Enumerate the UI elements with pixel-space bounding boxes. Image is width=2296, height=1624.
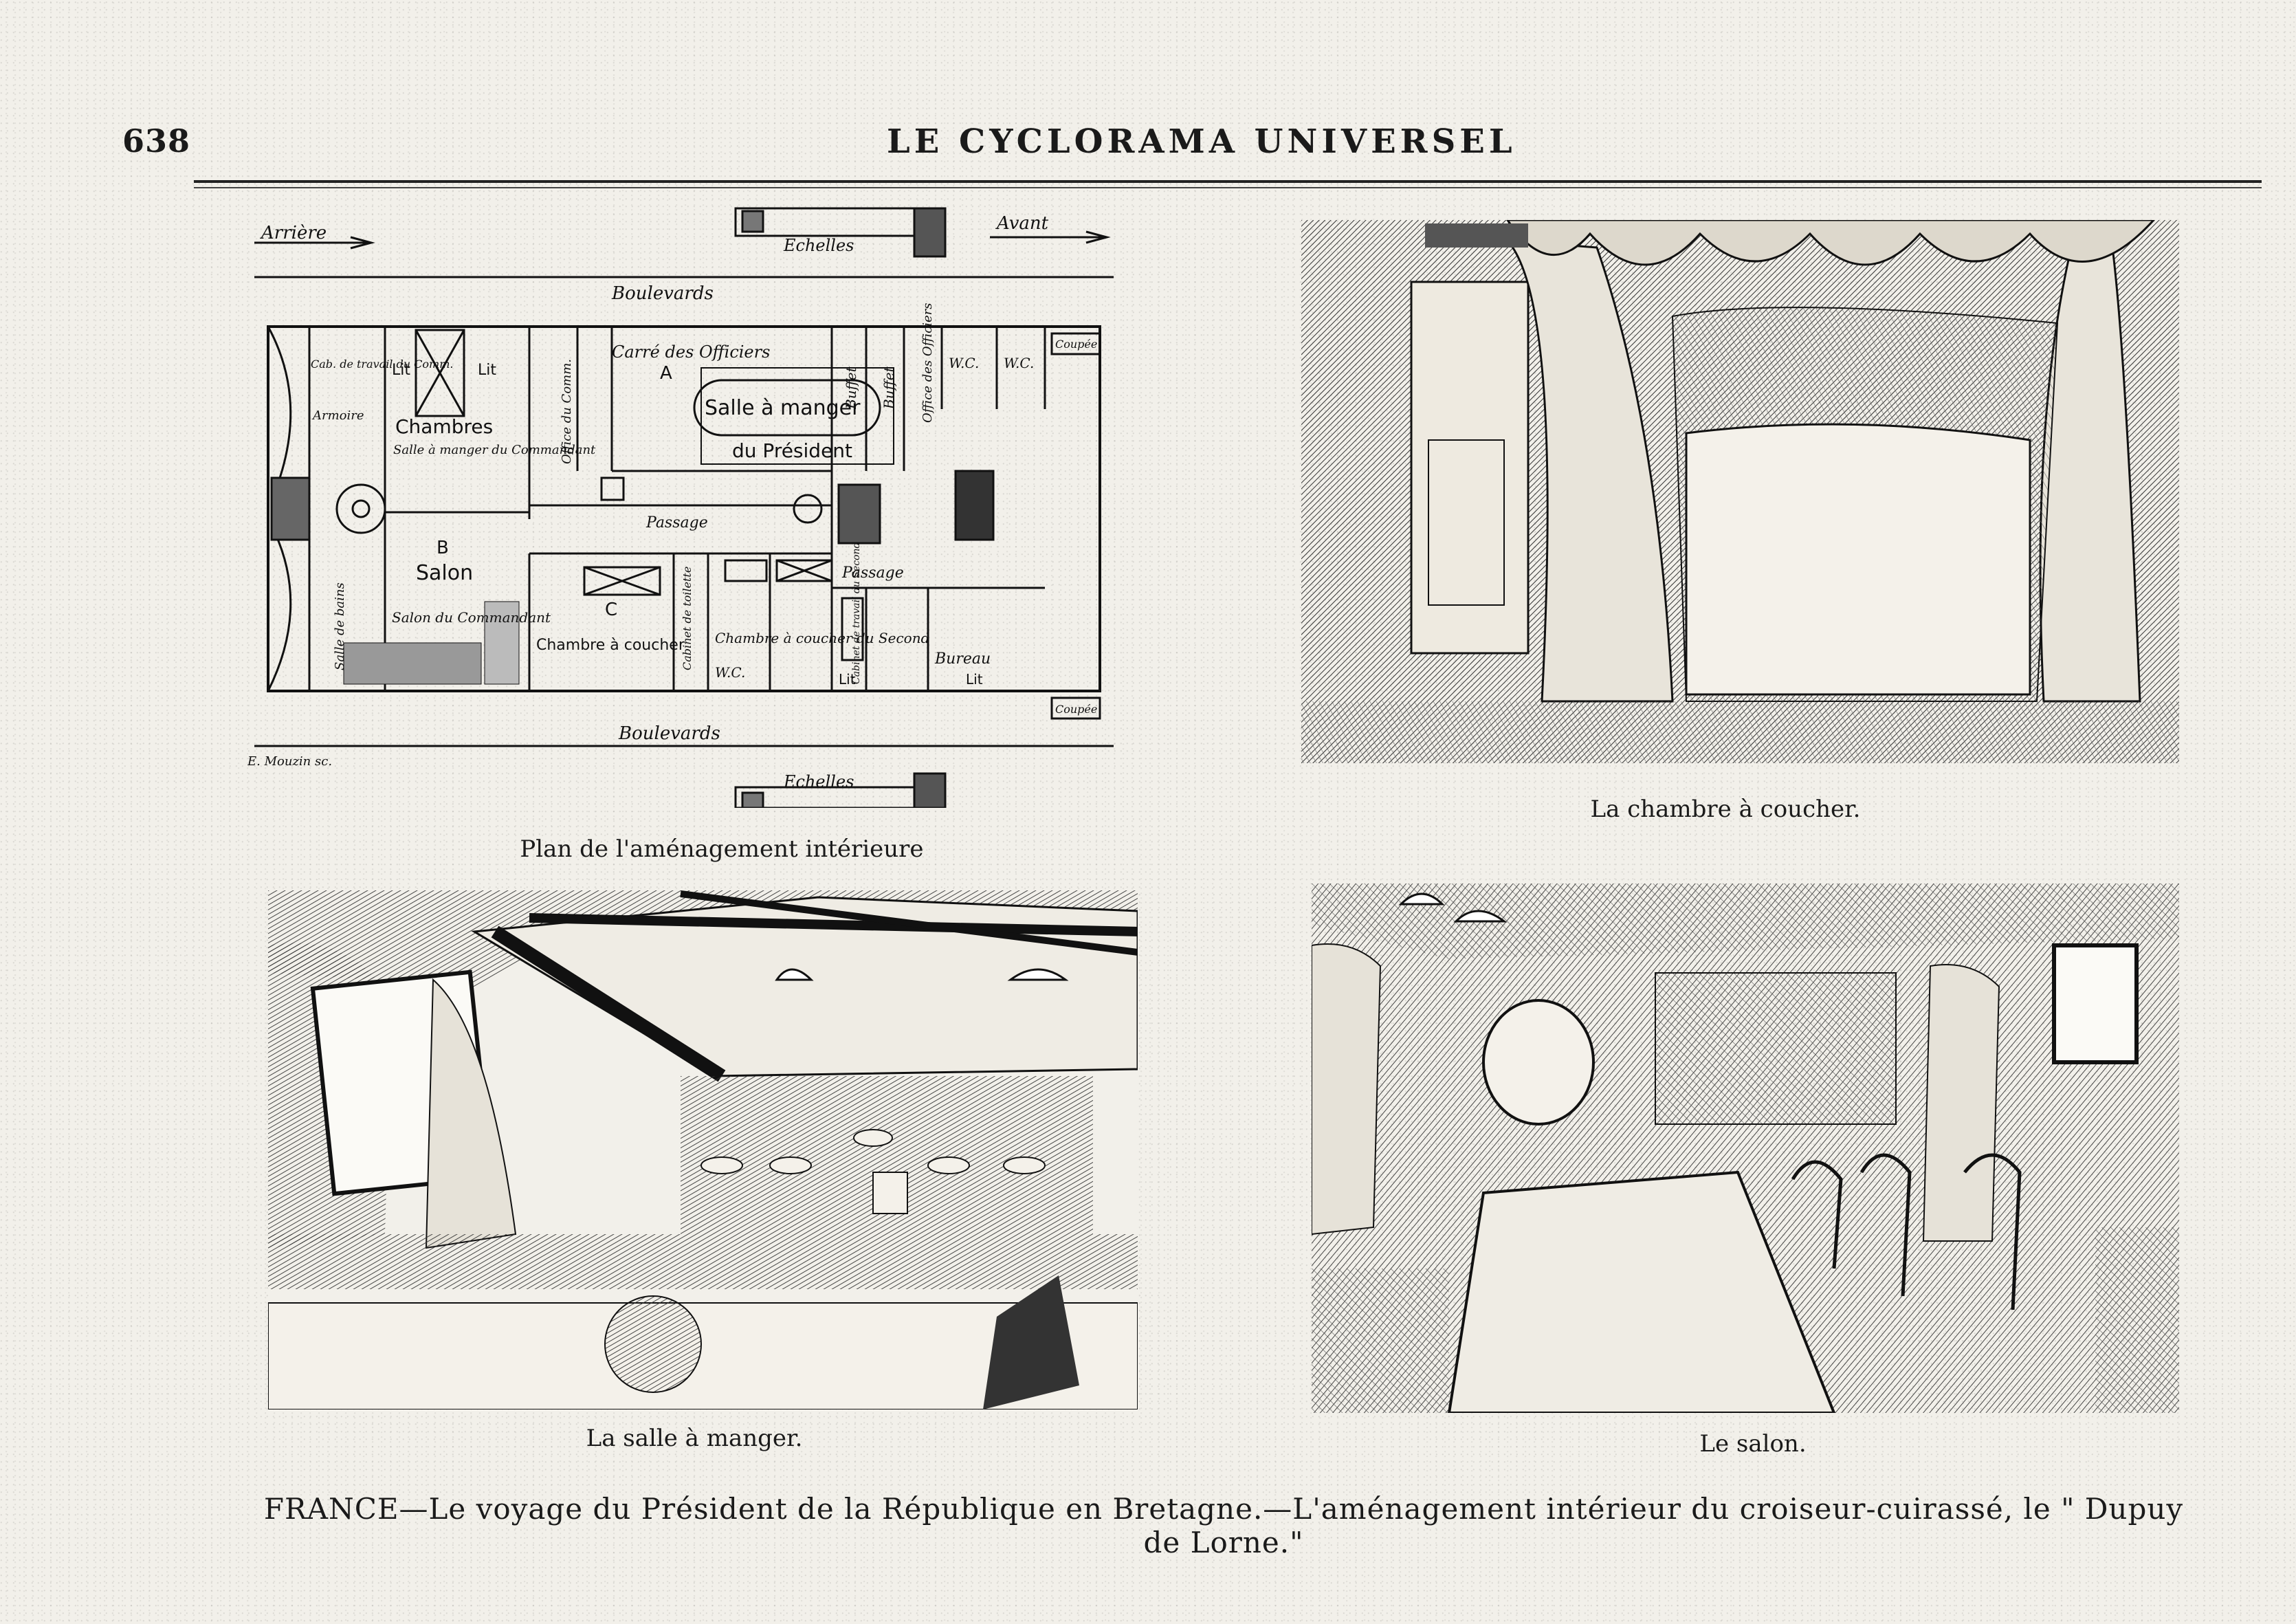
bedroom-caption: La chambre à coucher. (1590, 795, 1861, 823)
plan-c: C (605, 600, 617, 620)
plan-office-comm: Office du Comm. (560, 359, 574, 464)
floor-plan-figure: Arrière Avant Echelles Echelles Boulevar… (247, 203, 1121, 808)
salon-caption: Le salon. (1699, 1430, 1807, 1458)
plan-caption: Plan de l'aménagement intérieure (520, 835, 924, 863)
floor-plan-drawing: Arrière Avant Echelles Echelles Boulevar… (247, 207, 1114, 808)
plan-lit-1: Lit (392, 362, 410, 379)
plan-cabinet-travail-second: Cabinet de travail du Second (851, 542, 862, 684)
dining-caption: La salle à manger. (586, 1425, 803, 1452)
plan-boulevards-bottom: Boulevards (618, 723, 720, 744)
header-rule (194, 180, 2262, 183)
plan-engraver: E. Mouzin sc. (247, 754, 332, 769)
plan-salle-commandant: Salle à manger du Commandant (393, 443, 596, 457)
plan-lit-2: Lit (478, 362, 496, 379)
running-head: LE CYCLORAMA UNIVERSEL (887, 122, 1516, 161)
plan-b: B (437, 538, 449, 558)
plan-wc-1: W.C. (949, 355, 979, 371)
plan-salle-bains: Salle de bains (333, 582, 347, 670)
plan-office-officiers: Office des Officiers (920, 303, 935, 423)
plan-carre: Carré des Officiers (612, 342, 770, 362)
plan-passage-2: Passage (841, 564, 904, 582)
plan-wc-2: W.C. (1004, 355, 1034, 371)
salon-illustration (1312, 884, 2179, 1413)
plan-chambres: Chambres (395, 415, 493, 438)
dining-room-engraving (268, 890, 1138, 1409)
plan-salon: Salon (416, 561, 473, 585)
plan-chambre-coucher: Chambre à coucher (536, 637, 685, 654)
plan-avant: Avant (995, 213, 1049, 234)
plan-coupee-bottom: Coupée (1055, 703, 1097, 716)
salon-engraving (1312, 884, 2179, 1413)
main-caption: FRANCE—Le voyage du Président de la Répu… (263, 1492, 2184, 1559)
dining-room-illustration (268, 890, 1138, 1409)
plan-armoire: Armoire (311, 408, 364, 423)
plan-passage-1: Passage (645, 514, 708, 531)
plan-cab-travail: Cab. de travail du Comm. (311, 358, 453, 371)
plan-bureau: Bureau (934, 650, 991, 668)
plan-echelles-bottom: Echelles (783, 772, 854, 791)
bedroom-engraving (1301, 220, 2179, 763)
plan-boulevards-top: Boulevards (611, 283, 714, 304)
plan-cabinet-toilette: Cabinet de toilette (681, 567, 694, 670)
plan-coupee-top: Coupée (1055, 338, 1097, 351)
plan-chambre-second: Chambre à coucher du Second (715, 630, 929, 646)
plan-du-president: du Président (732, 439, 852, 462)
plan-lit-4: Lit (966, 671, 983, 688)
page-number: 638 (122, 122, 191, 160)
plan-salle: Salle à manger (705, 396, 861, 420)
plan-buffet-1: Buffet (843, 366, 859, 410)
plan-salon-commandant: Salon du Commandant (392, 609, 551, 626)
header-rule-thin (194, 187, 2262, 188)
plan-arriere: Arrière (260, 223, 327, 243)
plan-buffet-2: Buffet (881, 366, 897, 410)
bedroom-illustration (1301, 220, 2179, 763)
plan-echelles-top: Echelles (783, 236, 854, 255)
plan-lit-3: Lit (839, 671, 856, 688)
plan-wc-3: W.C. (715, 664, 745, 681)
plan-a: A (660, 363, 672, 384)
